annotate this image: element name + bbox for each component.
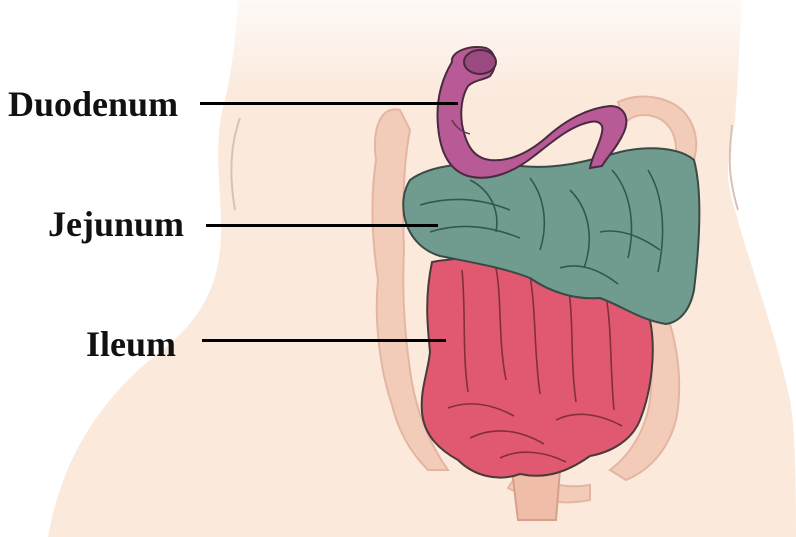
rectum xyxy=(510,469,562,521)
jejunum-region xyxy=(402,147,701,326)
label-jejunum: Jejunum xyxy=(48,204,185,244)
ileum-region xyxy=(420,257,654,479)
duodenum-region xyxy=(436,46,628,179)
torso-outline-right xyxy=(728,124,739,211)
torso-outline-left xyxy=(230,117,241,211)
leader-line-duodenum xyxy=(200,102,458,105)
leader-line-jejunum xyxy=(206,224,438,227)
label-duodenum: Duodenum xyxy=(8,84,179,124)
duodenum-opening xyxy=(463,49,497,75)
leader-line-ileum xyxy=(202,339,446,342)
label-ileum: Ileum xyxy=(86,324,176,364)
